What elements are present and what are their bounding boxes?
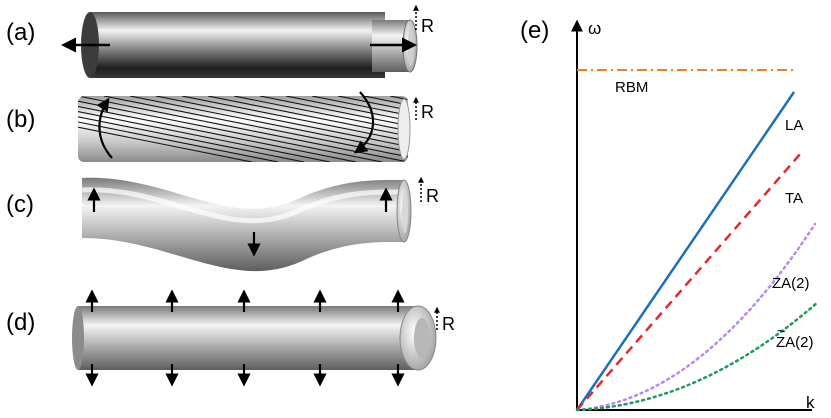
curve-label-ta: TA	[785, 190, 803, 207]
tilde-mark: ~	[777, 323, 786, 340]
panel-e-label: (e)	[520, 17, 549, 44]
arrow-b-right-rotation	[353, 91, 375, 154]
curve-la	[575, 91, 796, 411]
radius-label-c: R	[426, 186, 439, 206]
panel-a-label: (a)	[6, 19, 35, 46]
tube-d-body	[78, 306, 418, 370]
tube-d-hole	[414, 318, 430, 358]
panel-c: (c) R	[6, 176, 439, 272]
panel-d-label: (d)	[6, 309, 35, 336]
curve-za2-tilde	[575, 300, 820, 412]
helix-line	[363, 96, 408, 162]
helix-line	[78, 96, 408, 162]
curve-label-la: LA	[785, 117, 803, 134]
arrow-b-left-rotation	[96, 97, 113, 159]
tube-b-helix-lines	[78, 96, 746, 162]
arrows-d	[85, 289, 405, 387]
helix-line	[78, 96, 305, 162]
helix-line	[78, 96, 253, 162]
panel-b: (b) R	[6, 91, 746, 162]
helix-line	[103, 96, 408, 162]
curve-za2	[575, 222, 817, 412]
panel-e: (e) ω k RBM LA TA ZA(2) ZA(2) ~	[520, 17, 820, 412]
helix-line	[337, 96, 408, 162]
tube-a-body	[90, 12, 385, 78]
helix-line	[389, 96, 408, 162]
dispersion-curves	[575, 69, 820, 412]
panel-d: (d) R	[6, 289, 455, 387]
radius-label-a: R	[421, 16, 434, 36]
helix-line	[259, 96, 408, 162]
helix-line	[78, 96, 279, 162]
curve-label-za2: ZA(2)	[772, 275, 810, 292]
panel-a: (a) R	[6, 4, 434, 78]
tube-b-end	[397, 98, 411, 160]
y-axis-label: ω	[588, 19, 601, 38]
helix-line	[181, 96, 408, 162]
radius-label-d: R	[442, 314, 455, 334]
panel-b-label: (b)	[6, 106, 35, 133]
curve-label-rbm: RBM	[615, 79, 648, 96]
helix-line	[78, 96, 331, 162]
panel-c-label: (c)	[6, 191, 34, 218]
helix-line	[285, 96, 408, 162]
x-axis-label: k	[806, 393, 815, 412]
helix-line	[311, 96, 408, 162]
helix-line	[416, 96, 746, 162]
curve-label-za2-tilde: ZA(2)	[776, 334, 814, 351]
helix-line	[78, 96, 357, 162]
helix-line	[155, 96, 408, 162]
radius-label-b: R	[421, 102, 434, 122]
curve-ta	[576, 152, 802, 411]
